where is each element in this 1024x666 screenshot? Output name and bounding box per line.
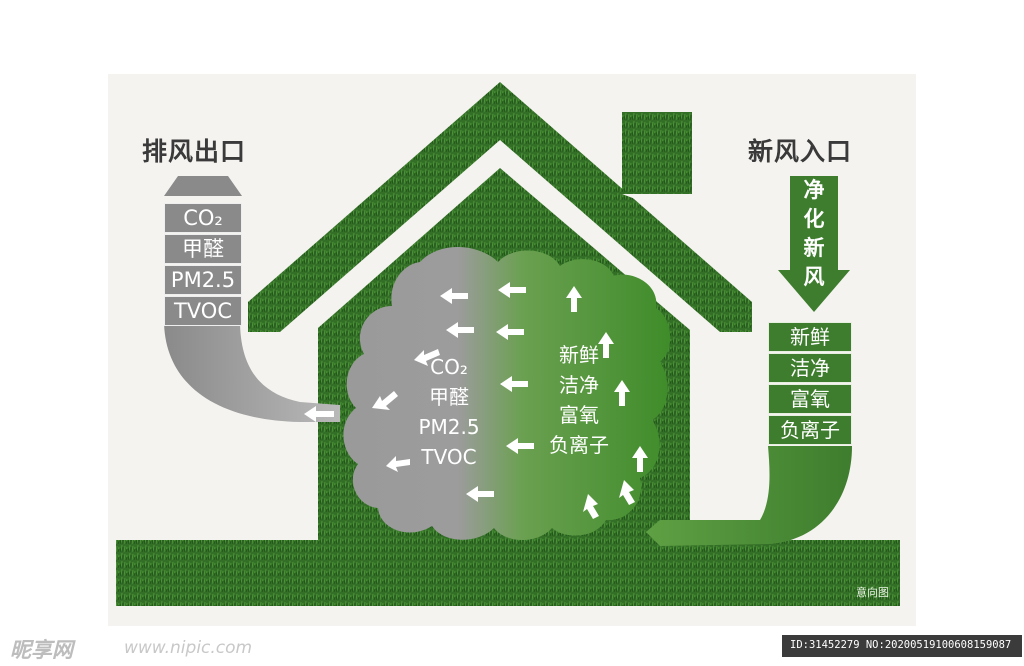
cloud-pollutant-co2: CO₂: [430, 355, 468, 379]
cloud-quality-negative-ions: 负离子: [549, 433, 609, 457]
roof-band: [248, 82, 752, 332]
watermark-url: www.nipic.com: [124, 638, 253, 658]
fresh-arrow-char-4: 风: [803, 265, 825, 289]
airflow-arrows: [304, 282, 648, 519]
fresh-arrow-char-1: 净: [803, 178, 825, 202]
cloud-quality-oxygen-rich: 富氧: [559, 403, 599, 427]
cloud-pollutant-tvoc: TVOC: [421, 445, 477, 469]
exhaust-outlet-title: 排风出口: [142, 137, 247, 166]
cloud-pollutant-formaldehyde: 甲醛: [429, 385, 469, 409]
ground-grass: [116, 540, 900, 606]
fresh-arrow-char-3: 新: [803, 236, 825, 260]
watermark-id-text: ID:31452279 NO:20200519100608159087: [790, 639, 1012, 651]
fresh-quality-negative-ions: 负离子: [768, 415, 852, 445]
chimney: [622, 112, 692, 194]
schematic-label: 意向图: [856, 586, 889, 599]
cloud-quality-clean: 洁净: [559, 373, 599, 397]
cloud-quality-fresh: 新鲜: [559, 343, 599, 367]
exhaust-duct: [164, 320, 340, 422]
fresh-quality-clean: 洁净: [768, 353, 852, 383]
air-cloud: [343, 246, 671, 540]
fresh-air-duct: [646, 446, 852, 546]
fresh-quality-oxygen-rich: 富氧: [768, 384, 852, 414]
exhaust-pollutant-pm25: PM2.5: [164, 265, 242, 295]
exhaust-pollutant-tvoc: TVOC: [164, 296, 242, 326]
fresh-air-arrow: [778, 176, 850, 312]
exhaust-pollutant-formaldehyde: 甲醛: [164, 234, 242, 264]
fresh-air-inlet-title: 新风入口: [748, 137, 853, 166]
exhaust-pollutant-co2: CO₂: [164, 203, 242, 233]
watermark-logo-text: 昵享网: [10, 638, 73, 662]
watermark-id-bar: [782, 635, 1022, 657]
fresh-quality-fresh: 新鲜: [768, 322, 852, 352]
fresh-arrow-char-2: 化: [803, 207, 825, 231]
exhaust-cap: [164, 176, 242, 196]
cloud-pollutant-pm25: PM2.5: [418, 415, 480, 439]
